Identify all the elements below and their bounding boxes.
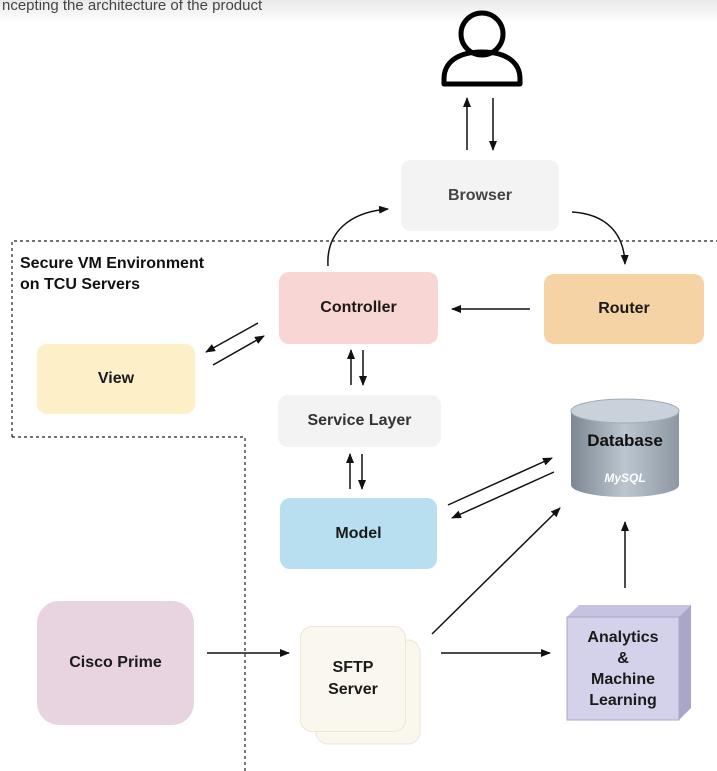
secure-environment-boundary (11, 240, 717, 437)
analytics-node: Analytics & Machine Learning (567, 617, 679, 720)
sftp-server-node: SFTP Server (300, 626, 406, 732)
sftp-server-label: SFTP Server (328, 659, 378, 698)
cisco-prime-node: Cisco Prime (37, 601, 194, 725)
view-node: View (37, 344, 195, 414)
arrow-controller-to-view (205, 322, 259, 353)
controller-node: Controller (279, 272, 438, 344)
database-label: Database (587, 431, 663, 450)
arrow-sftp-to-database (431, 507, 561, 635)
top-cropped-caption: ncepting the architecture of the product (0, 0, 717, 24)
analytics-label: Analytics & Machine Learning (587, 628, 659, 709)
controller-label: Controller (320, 299, 397, 316)
arrow-model-to-database (447, 457, 553, 506)
analytics-3d-block (566, 605, 691, 721)
view-label: View (97, 370, 135, 387)
browser-label: Browser (447, 186, 513, 204)
service-layer-label: Service Layer (307, 412, 412, 429)
router-label: Router (598, 300, 650, 317)
arrow-view-to-controller (212, 335, 265, 366)
user-icon (441, 10, 523, 87)
secure-environment-label: Secure VM Environment on TCU Servers (20, 255, 205, 293)
model-node: Model (280, 498, 437, 569)
cisco-prime-label: Cisco Prime (69, 654, 162, 671)
router-node: Router (544, 274, 704, 344)
database-sublabel: MySQL (604, 471, 646, 485)
database-cylinder-icon (570, 398, 680, 497)
model-label: Model (335, 524, 382, 542)
arrow-database-to-model (451, 471, 555, 519)
service-layer-node: Service Layer (278, 395, 441, 447)
caption-text: ncepting the architecture of the product (2, 0, 263, 14)
arrow-browser-to-router (571, 211, 629, 265)
browser-node: Browser (401, 160, 559, 231)
arrow-controller-to-browser (327, 205, 389, 267)
